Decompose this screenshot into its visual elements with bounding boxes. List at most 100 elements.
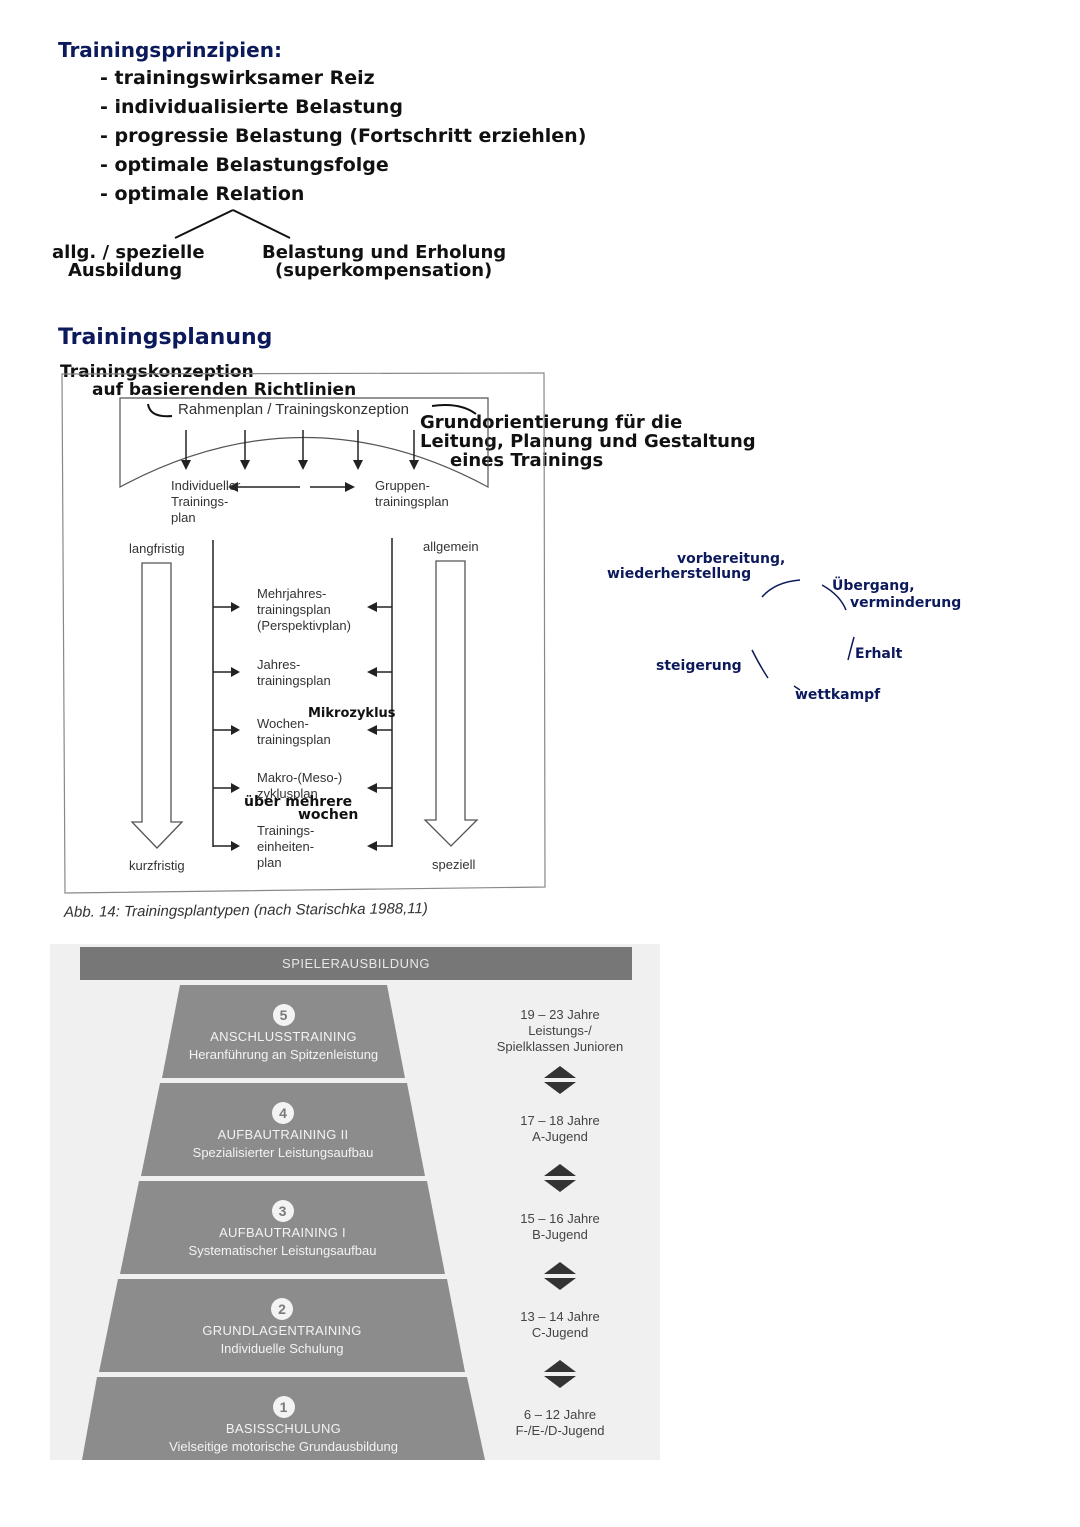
principle-item: - individualisierte Belastung bbox=[100, 96, 403, 118]
branch-left-line2: Ausbildung bbox=[68, 260, 183, 281]
planning-title: Trainingsplanung bbox=[58, 325, 273, 350]
cycle-transition-1: Übergang, bbox=[832, 578, 915, 594]
individual-plan-line2: Trainings- bbox=[171, 494, 229, 509]
age-group: C-Jugend bbox=[531, 1325, 589, 1340]
note-orientation-2: Leitung, Planung und Gestaltung bbox=[420, 431, 756, 452]
plan-multiyear-3: (Perspektivplan) bbox=[257, 618, 351, 633]
cycle-transition-2: verminderung bbox=[850, 595, 962, 611]
age-range: 17 – 18 Jahre bbox=[520, 1113, 600, 1128]
note-orientation-1: Grundorientierung für die bbox=[420, 412, 683, 433]
pyramid-header: SPIELERAUSBILDUNG bbox=[80, 947, 632, 980]
individual-plan-line3: plan bbox=[171, 510, 196, 525]
pyramid-level-5 bbox=[162, 985, 405, 1078]
age-label-5: 19 – 23 Jahre Leistungs-/ Spielklassen J… bbox=[480, 1007, 640, 1055]
plan-multiyear-2: trainingsplan bbox=[257, 602, 331, 617]
plan-session-1: Trainings- bbox=[257, 823, 315, 838]
general-arrow bbox=[423, 560, 479, 847]
age-group: Leistungs-/ bbox=[528, 1023, 592, 1038]
pyramid-level-1 bbox=[82, 1377, 485, 1460]
level-name: AUFBAUTRAINING II bbox=[217, 1127, 349, 1142]
note-micro: Mikrozyklus bbox=[308, 706, 396, 721]
pyramid-level-4 bbox=[141, 1083, 425, 1176]
label-shortterm: kurzfristig bbox=[129, 858, 185, 873]
principle-item: - progressie Belastung (Fortschritt erzi… bbox=[100, 125, 587, 147]
level-name: BASISSCHULUNG bbox=[225, 1421, 342, 1436]
cycle-maintain: Erhalt bbox=[855, 646, 903, 662]
cycle-prep-2: wiederherstellung bbox=[607, 566, 752, 582]
age-group: Spielklassen Junioren bbox=[496, 1039, 624, 1054]
branch-right-line1: Belastung und Erholung bbox=[262, 242, 507, 263]
principle-item: - trainingswirksamer Reiz bbox=[100, 67, 375, 89]
plan-week-1: Wochen- bbox=[257, 716, 309, 731]
plan-session-3: plan bbox=[257, 855, 282, 870]
group-plan-line1: Gruppen- bbox=[375, 478, 430, 493]
framework-arrowheads bbox=[181, 460, 419, 470]
level-name: AUFBAUTRAINING I bbox=[219, 1225, 346, 1240]
note-concept: Trainingskonzeption bbox=[60, 362, 254, 382]
note-arrow-left bbox=[147, 403, 173, 418]
note-weeks-2: wochen bbox=[298, 807, 359, 823]
branch-right-line2: (superkompensation) bbox=[275, 260, 493, 281]
individual-plan-line1: Individueller bbox=[171, 478, 241, 493]
level-desc: Vielseitige motorische Grundausbildung bbox=[169, 1439, 398, 1454]
group-plan-line2: trainingsplan bbox=[375, 494, 449, 509]
age-range: 13 – 14 Jahre bbox=[520, 1309, 600, 1324]
label-general: allgemein bbox=[423, 539, 479, 554]
age-range: 19 – 23 Jahre bbox=[520, 1007, 600, 1022]
age-range: 6 – 12 Jahre bbox=[523, 1407, 597, 1422]
label-longterm: langfristig bbox=[129, 541, 185, 556]
left-branch-heads bbox=[231, 602, 240, 851]
branch-left-line1: allg. / spezielle bbox=[52, 242, 205, 263]
plan-cycle-1: Makro-(Meso-) bbox=[257, 770, 343, 785]
level-number: 1 bbox=[272, 1396, 295, 1418]
plan-cycle-2: zyklusplan bbox=[257, 786, 318, 801]
level-desc: Systematischer Leistungsaufbau bbox=[188, 1243, 377, 1258]
principle-item: - optimale Relation bbox=[100, 183, 305, 205]
level-desc: Spezialisierter Leistungsaufbau bbox=[192, 1145, 374, 1160]
pyramid-level-2-text: 2 GRUNDLAGENTRAINING Individuelle Schulu… bbox=[99, 1298, 465, 1356]
level-number: 3 bbox=[271, 1200, 294, 1222]
cycle-prep-1: vorbereitung, bbox=[677, 551, 786, 567]
cycle-increase: steigerung bbox=[656, 658, 742, 674]
age-group: F-/E-/D-Jugend bbox=[515, 1423, 605, 1438]
age-range: 15 – 16 Jahre bbox=[520, 1211, 600, 1226]
plan-session-2: einheiten- bbox=[257, 839, 315, 854]
longterm-arrow bbox=[130, 562, 184, 849]
level-number: 4 bbox=[272, 1102, 294, 1124]
level-number: 5 bbox=[272, 1004, 295, 1026]
note-guidelines: auf basierenden Richtlinien bbox=[92, 380, 357, 400]
principle-item: - optimale Belastungsfolge bbox=[100, 154, 389, 176]
level-number: 2 bbox=[271, 1298, 293, 1320]
pyramid-level-5-text: 5 ANSCHLUSSTRAINING Heranführung an Spit… bbox=[162, 1004, 405, 1062]
pyramid-level-3 bbox=[120, 1181, 445, 1274]
pyramid-level-1-text: 1 BASISSCHULUNG Vielseitige motorische G… bbox=[82, 1396, 485, 1454]
pyramid-level-4-text: 4 AUFBAUTRAINING II Spezialisierter Leis… bbox=[141, 1102, 425, 1160]
age-label-2: 13 – 14 Jahre C-Jugend bbox=[480, 1309, 640, 1341]
level-name: GRUNDLAGENTRAINING bbox=[202, 1323, 362, 1338]
pyramid-level-2 bbox=[99, 1279, 465, 1372]
branch-lines bbox=[174, 209, 291, 239]
plan-week-2: trainingsplan bbox=[257, 732, 331, 747]
framework-arrows bbox=[185, 430, 415, 462]
left-branches bbox=[213, 606, 232, 847]
plan-year-1: Jahres- bbox=[257, 657, 301, 672]
right-branch-heads bbox=[367, 602, 377, 851]
right-branches bbox=[376, 606, 392, 847]
note-arrow-right bbox=[431, 404, 477, 415]
principles-title: Trainingsprinzipien: bbox=[58, 38, 282, 62]
label-specific: speziell bbox=[432, 857, 476, 872]
cycle-competition: wettkampf bbox=[795, 687, 881, 703]
level-name: ANSCHLUSSTRAINING bbox=[210, 1029, 357, 1044]
double-arrow-head-right bbox=[345, 482, 355, 492]
framework-label: Rahmenplan / Trainingskonzeption bbox=[178, 401, 409, 418]
cycle-strokes bbox=[751, 579, 855, 691]
plan-multiyear-1: Mehrjahres- bbox=[257, 586, 327, 601]
pyramid-level-3-text: 3 AUFBAUTRAINING I Systematischer Leistu… bbox=[120, 1200, 445, 1258]
plan-year-2: trainingsplan bbox=[257, 673, 331, 688]
level-desc: Individuelle Schulung bbox=[220, 1341, 344, 1356]
age-group: A-Jugend bbox=[532, 1129, 588, 1144]
age-label-4: 17 – 18 Jahre A-Jugend bbox=[480, 1113, 640, 1145]
framework-banner bbox=[119, 397, 489, 489]
